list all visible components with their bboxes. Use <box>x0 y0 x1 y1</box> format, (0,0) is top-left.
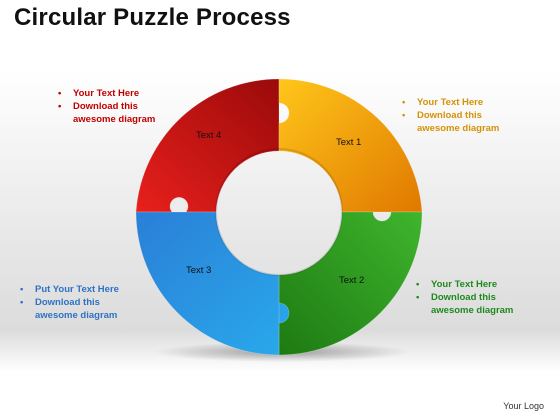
note-top-left: Your Text Here Download this awesome dia… <box>58 87 155 126</box>
logo-placeholder: Your Logo <box>503 401 544 411</box>
note-bottom-left-line-2: Download this <box>20 296 119 309</box>
note-bottom-left-line-1: Put Your Text Here <box>20 283 119 296</box>
note-bottom-right: Your Text Here Download this awesome dia… <box>416 278 513 317</box>
note-top-right-line-2: Download this <box>402 109 499 122</box>
note-top-left-line-3: awesome diagram <box>73 114 156 125</box>
note-bottom-right-line-2: Download this <box>416 291 513 304</box>
note-bottom-right-line-3: awesome diagram <box>431 305 514 316</box>
note-top-left-line-1: Your Text Here <box>58 87 155 100</box>
puzzle-segment-3 <box>135 211 290 356</box>
note-bottom-right-line-1: Your Text Here <box>416 278 513 291</box>
note-top-right-line-1: Your Text Here <box>402 96 499 109</box>
note-bottom-left-line-3: awesome diagram <box>35 310 118 321</box>
note-top-right: Your Text Here Download this awesome dia… <box>402 96 499 135</box>
puzzle-segment-4 <box>135 78 280 213</box>
note-top-left-line-2: Download this <box>58 100 155 113</box>
ring-inner-edge <box>215 148 343 276</box>
note-top-right-line-3: awesome diagram <box>417 123 500 134</box>
puzzle-segment-1 <box>278 78 423 213</box>
page-title: Circular Puzzle Process <box>14 4 291 31</box>
segment-label-1: Text 1 <box>336 137 361 148</box>
segment-label-4: Text 4 <box>196 130 221 141</box>
note-bottom-left: Put Your Text Here Download this awesome… <box>20 283 119 322</box>
segment-label-3: Text 3 <box>186 265 211 276</box>
puzzle-segment-2 <box>278 211 423 356</box>
segment-label-2: Text 2 <box>339 275 364 286</box>
